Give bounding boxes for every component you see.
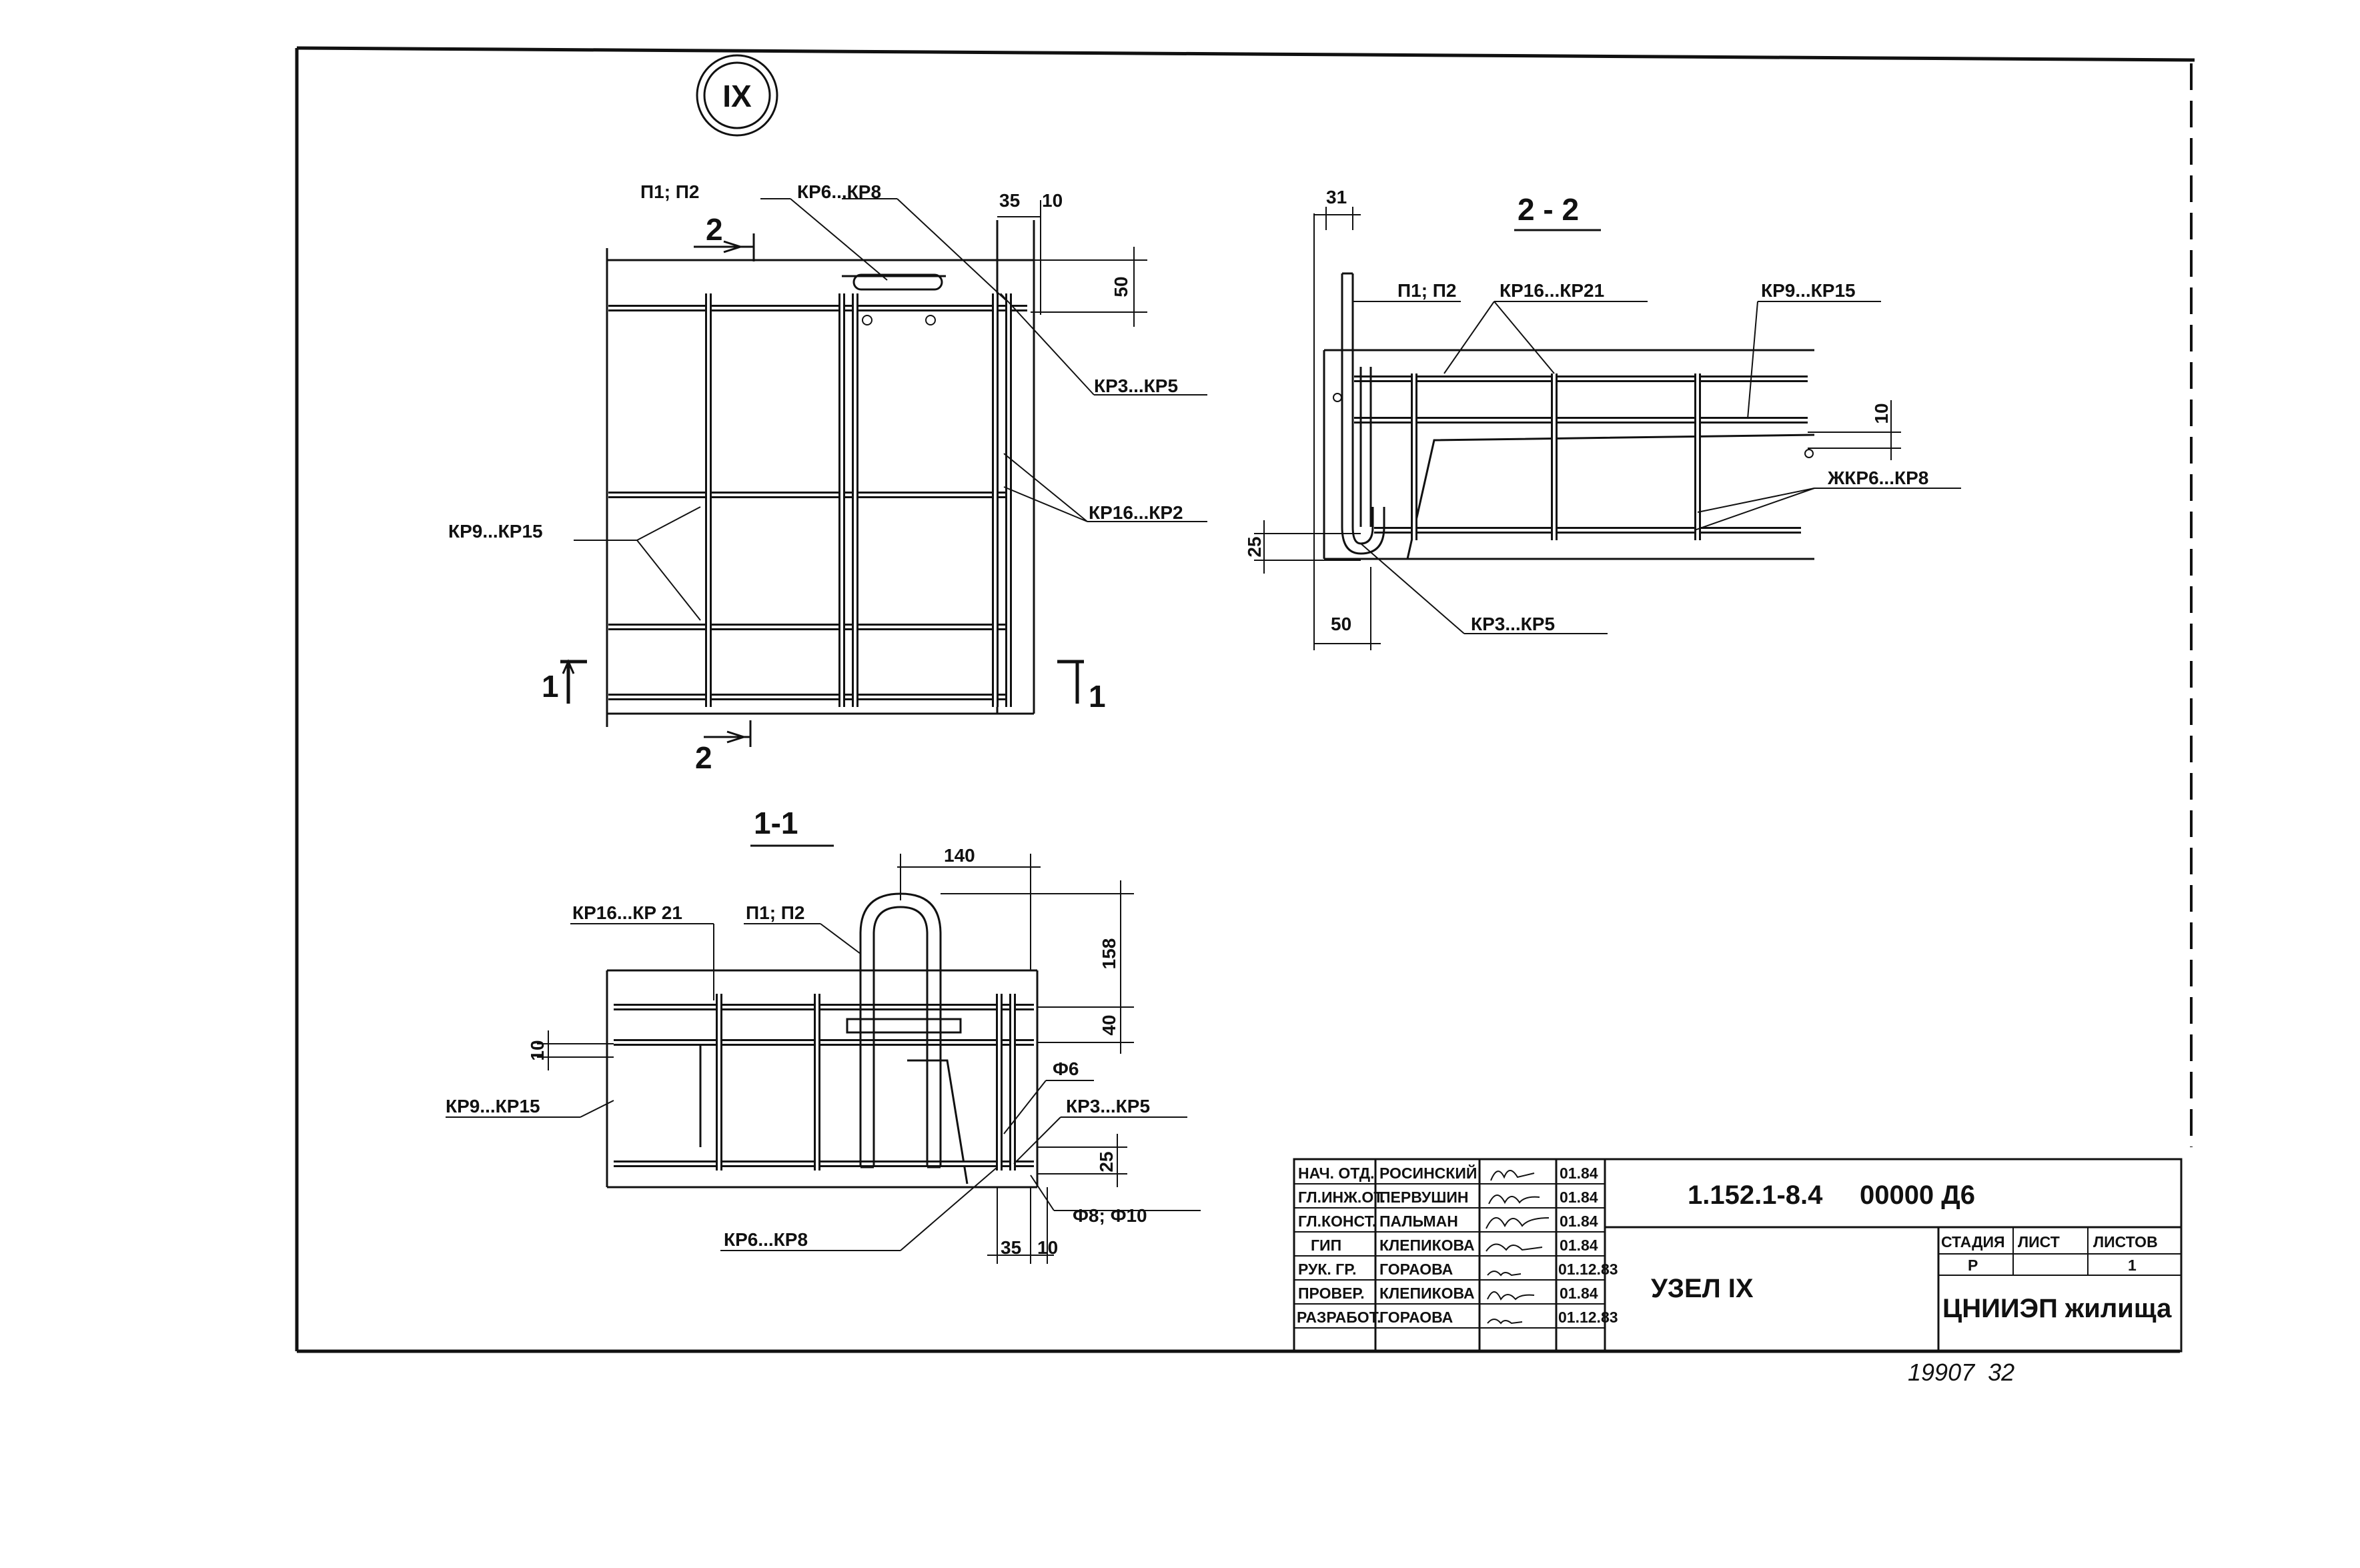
tb-date-4: 01.12.83 xyxy=(1558,1261,1618,1278)
section22-dim-31: 31 xyxy=(1326,187,1347,207)
section-2-2: 2 - 2 xyxy=(1244,187,1961,650)
section11-label-kr9-kr15: КР9...КР15 xyxy=(446,1096,540,1116)
tb-organization: ЦНИИЭП жилища xyxy=(1942,1294,2172,1323)
section22-label-zhkr6-kr8: ЖКР6...КР8 xyxy=(1827,468,1928,488)
section11-label-phi8-phi10: Ф8; Ф10 xyxy=(1073,1205,1147,1226)
tb-role-1: ГЛ.ИНЖ.ОТ. xyxy=(1298,1189,1385,1206)
tb-sheet-header: ЛИСТ xyxy=(2018,1233,2060,1251)
tb-name-2: ПАЛЬМАН xyxy=(1379,1213,1458,1230)
section22-label-kr3-kr5: КР3...КР5 xyxy=(1471,614,1555,634)
plan-label-kr16-kr2: КР16...КР2 xyxy=(1089,502,1183,523)
plan-dim-50: 50 xyxy=(1111,276,1131,297)
section11-dim-140: 140 xyxy=(944,845,975,866)
tb-sheet-title: УЗЕЛ IX xyxy=(1651,1274,1754,1303)
plan-cut1-left: 1 xyxy=(542,669,559,704)
sheet-frame xyxy=(295,46,2195,1353)
plan-dim-10: 10 xyxy=(1042,190,1063,211)
section11-label-kr6-kr8: КР6...КР8 xyxy=(724,1229,808,1250)
signatures xyxy=(1486,1170,1550,1325)
plan-view: П1; П2 КР6...КР8 35 10 50 КР3...КР5 КР16… xyxy=(448,181,1207,775)
section11-dim-10b: 10 xyxy=(1037,1237,1058,1258)
plan-label-kr6-kr8: КР6...КР8 xyxy=(797,181,881,202)
section11-dim-40: 40 xyxy=(1099,1014,1119,1035)
tb-date-5: 01.84 xyxy=(1560,1285,1598,1302)
tb-sheets-value: 1 xyxy=(2128,1257,2137,1274)
plan-horizontal-bars xyxy=(608,305,1027,700)
plan-cut2-bottom: 2 xyxy=(695,740,712,775)
tb-name-5: КЛЕПИКОВА xyxy=(1379,1285,1475,1302)
tb-name-3: КЛЕПИКОВА xyxy=(1379,1237,1475,1254)
section11-label-phi6: Ф6 xyxy=(1053,1058,1079,1079)
section22-label-kr9-kr15: КР9...КР15 xyxy=(1761,280,1856,301)
tb-sheets-header: ЛИСТОВ xyxy=(2093,1233,2158,1251)
tb-doc-code: 1.152.1-8.4 00000 Д6 xyxy=(1688,1181,1975,1210)
plan-label-p1p2: П1; П2 xyxy=(640,181,700,202)
tb-stage-value: Р xyxy=(1968,1257,1978,1274)
tb-date-3: 01.84 xyxy=(1560,1237,1598,1254)
section22-dim-25: 25 xyxy=(1244,536,1265,557)
plan-cut2-top: 2 xyxy=(706,212,723,247)
tb-name-4: ГОРАОВА xyxy=(1379,1261,1453,1278)
plan-vertical-bars xyxy=(705,293,1012,707)
plan-cut1-right: 1 xyxy=(1089,679,1106,714)
tb-date-6: 01.12.83 xyxy=(1558,1309,1618,1326)
section11-dim-25: 25 xyxy=(1096,1151,1117,1172)
section11-dim-10: 10 xyxy=(527,1040,548,1060)
tb-role-0: НАЧ. ОТД. xyxy=(1298,1164,1375,1182)
tb-date-1: 01.84 xyxy=(1560,1189,1598,1206)
plan-dim-35: 35 xyxy=(999,190,1020,211)
section11-dim-35: 35 xyxy=(1001,1237,1021,1258)
section11-label-p1p2: П1; П2 xyxy=(746,902,805,923)
node-marker: IX xyxy=(696,54,778,137)
node-marker-text: IX xyxy=(722,79,752,113)
tb-role-6: РАЗРАБОТ. xyxy=(1297,1309,1381,1326)
tb-role-4: РУК. ГР. xyxy=(1298,1261,1357,1278)
tb-name-6: ГОРАОВА xyxy=(1379,1309,1453,1326)
plan-label-kr9-kr15: КР9...КР15 xyxy=(448,521,543,542)
tb-name-1: ПЕРВУШИН xyxy=(1379,1189,1469,1206)
section22-label-kr16-kr21: КР16...КР21 xyxy=(1500,280,1604,301)
section11-label-kr16-kr21: КР16...КР 21 xyxy=(572,902,682,923)
tb-stage-header: СТАДИЯ xyxy=(1941,1233,2005,1251)
section22-dim-10: 10 xyxy=(1871,403,1892,424)
section11-title: 1-1 xyxy=(754,806,798,840)
section11-dim-158: 158 xyxy=(1099,938,1119,970)
plan-label-kr3-kr5: КР3...КР5 xyxy=(1094,375,1178,396)
section22-label-p1p2: П1; П2 xyxy=(1397,280,1457,301)
title-block: НАЧ. ОТД. РОСИНСКИЙ 01.84 ГЛ.ИНЖ.ОТ. ПЕР… xyxy=(1293,1158,2183,1353)
section22-title: 2 - 2 xyxy=(1518,192,1579,227)
tb-date-0: 01.84 xyxy=(1560,1164,1598,1182)
tb-role-5: ПРОВЕР. xyxy=(1298,1285,1365,1302)
section-1-1: 1-1 xyxy=(446,806,1201,1264)
section22-dim-50: 50 xyxy=(1331,614,1351,634)
tb-role-2: ГЛ.КОНСТ. xyxy=(1298,1213,1376,1230)
tb-role-3: ГИП xyxy=(1311,1237,1341,1254)
tb-date-2: 01.84 xyxy=(1560,1213,1598,1230)
tb-name-0: РОСИНСКИЙ xyxy=(1379,1164,1477,1182)
inventory-number: 19907 32 xyxy=(1908,1359,2014,1386)
section11-label-kr3-kr5: КР3...КР5 xyxy=(1066,1096,1150,1116)
